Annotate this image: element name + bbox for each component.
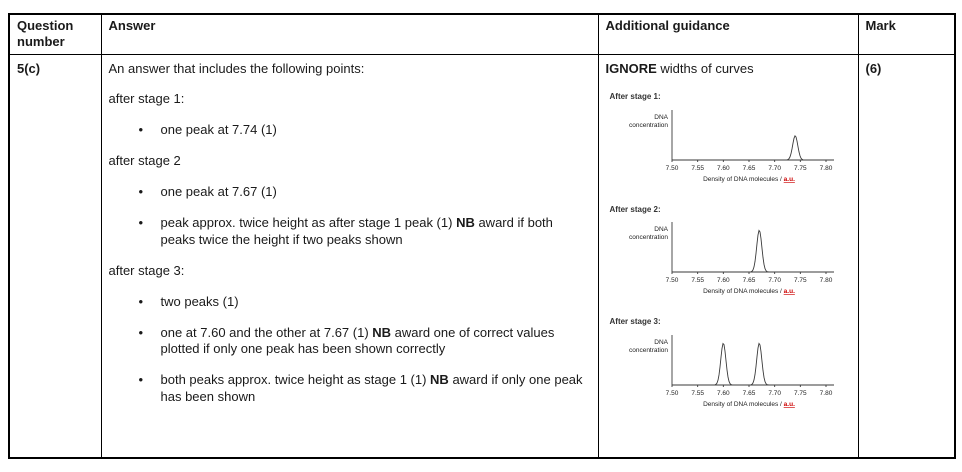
- chart-text: concentration: [628, 122, 667, 129]
- answer-paragraph: after stage 3:: [109, 263, 591, 280]
- chart-text: 7.60: [717, 277, 730, 284]
- chart-text: concentration: [628, 234, 667, 241]
- chart-text: 7.80: [819, 277, 832, 284]
- text-segment: peak approx. twice height as after stage…: [160, 214, 457, 230]
- mini-chart-svg: 7.50 7.55 7.60 7.65 7.70 7.75 7.80 DNAconcentra…: [628, 222, 834, 295]
- answer-paragraph: after stage 2: [109, 153, 591, 170]
- bullet-text: one peak at 7.74 (1): [161, 122, 591, 139]
- text-segment: NB: [456, 214, 475, 230]
- chart-text: 7.50: [665, 165, 678, 172]
- guidance-note: IGNORE widths of curves: [606, 61, 851, 78]
- x-axis-label: Density of DNA molecules / a.u.: [703, 288, 795, 295]
- text-segment: NB: [372, 324, 392, 340]
- answer-bullet: • both peaks approx. twice height as stag…: [139, 372, 591, 406]
- chart-text: 7.80: [819, 165, 832, 172]
- header-row: Question number Answer Additional guidan…: [8, 13, 956, 55]
- chart-text: 7.55: [691, 277, 704, 284]
- answer-bullet: • one at 7.60 and the other at 7.67 (1) N…: [139, 325, 591, 359]
- x-axis-label: Density of DNA molecules / a.u.: [703, 176, 795, 183]
- answer-bullet: • two peaks (1): [139, 294, 591, 311]
- chart-text: 7.65: [742, 390, 755, 397]
- bullet-dot-icon: •: [138, 214, 144, 230]
- chart-text: 7.55: [691, 165, 704, 172]
- chart-text: 7.60: [717, 390, 730, 397]
- bullet-text: one at 7.60 and the other at 7.67 (1) NB…: [161, 325, 591, 359]
- text-segment: two peaks (1): [160, 293, 239, 309]
- chart-text: 7.50: [665, 390, 678, 397]
- text-segment: widths of curves: [656, 60, 754, 76]
- answer-paragraph: after stage 1:: [109, 91, 591, 108]
- chart-text: 7.70: [768, 277, 781, 284]
- bullet-text: two peaks (1): [161, 294, 591, 311]
- text-segment: after stage 1:: [108, 91, 185, 107]
- col-header-question-number: Question number: [8, 13, 102, 55]
- chart-text: DNA: [654, 114, 668, 121]
- chart-text: 7.55: [691, 390, 704, 397]
- chart-title: After stage 2:: [609, 204, 661, 214]
- chart-text: concentration: [628, 347, 667, 354]
- question-number-cell: 5(c): [8, 53, 102, 459]
- answer-cell: An answer that includes the following po…: [100, 53, 599, 459]
- dna-concentration-curve: [671, 134, 830, 161]
- text-segment: both peaks approx. twice height as stage…: [160, 372, 431, 388]
- chart-text: 7.50: [665, 277, 678, 284]
- col-header-additional-guidance: Additional guidance: [597, 13, 859, 55]
- col-header-mark: Mark: [857, 13, 956, 55]
- bullet-dot-icon: •: [138, 372, 144, 388]
- answer-content: An answer that includes the following po…: [109, 61, 591, 407]
- bullet-text: both peaks approx. twice height as stage…: [161, 372, 591, 406]
- text-segment: award if only one peak has been shown: [160, 372, 583, 405]
- chart-text: 7.75: [794, 165, 807, 172]
- mark-scheme-table: Question number Answer Additional guidan…: [8, 13, 956, 459]
- bullet-dot-icon: •: [138, 122, 144, 138]
- chart-text: 7.75: [794, 277, 807, 284]
- bullet-text: one peak at 7.67 (1): [161, 184, 591, 201]
- text-segment: An answer that includes the following po…: [108, 60, 365, 76]
- dna-concentration-curve: [671, 341, 830, 386]
- text-segment: award if both peaks twice the height if …: [160, 214, 553, 247]
- text-segment: one at 7.60 and the other at 7.67 (1): [160, 324, 373, 340]
- chart-text: DNA: [654, 339, 668, 346]
- chart-text: 7.65: [742, 277, 755, 284]
- mark-cell: (6): [857, 53, 956, 459]
- chart-text: 7.75: [794, 390, 807, 397]
- chart-title: After stage 1:: [609, 92, 661, 102]
- answer-bullet: • peak approx. twice height as after stag…: [139, 215, 591, 249]
- chart-title: After stage 3:: [609, 317, 661, 327]
- text-segment: after stage 2: [108, 153, 181, 169]
- chart-text: 7.60: [717, 165, 730, 172]
- mini-chart-svg: 7.50 7.55 7.60 7.65 7.70 7.75 7.80 DNAconcentra…: [628, 109, 834, 183]
- text-segment: after stage 3:: [108, 262, 185, 278]
- text-segment: one peak at 7.74 (1): [160, 122, 277, 138]
- answer-bullet: • one peak at 7.67 (1): [139, 184, 591, 201]
- guidance-cell: IGNORE widths of curves After stage 1: 7.…: [597, 53, 859, 459]
- text-segment: award one of correct values plotted if o…: [160, 324, 555, 357]
- answer-paragraph: An answer that includes the following po…: [109, 61, 591, 78]
- mini-chart-svg: 7.50 7.55 7.60 7.65 7.70 7.75 7.80 DNAconcentra…: [628, 334, 834, 408]
- chart-text: 7.80: [819, 390, 832, 397]
- answer-bullet: • one peak at 7.74 (1): [139, 122, 591, 139]
- table-row: 5(c) An answer that includes the followi…: [8, 53, 956, 459]
- chart-text: 7.70: [768, 165, 781, 172]
- bullet-dot-icon: •: [138, 324, 144, 340]
- bullet-dot-icon: •: [138, 184, 144, 200]
- bullet-text: peak approx. twice height as after stage…: [161, 215, 591, 249]
- col-header-answer: Answer: [100, 13, 599, 55]
- bullet-dot-icon: •: [138, 293, 144, 309]
- chart-text: 7.65: [742, 165, 755, 172]
- text-segment: NB: [430, 372, 449, 388]
- chart-text: 7.70: [768, 390, 781, 397]
- text-segment: one peak at 7.67 (1): [160, 184, 277, 200]
- chart-text: DNA: [654, 226, 668, 233]
- dna-concentration-curve: [671, 229, 830, 273]
- text-segment: IGNORE: [605, 60, 657, 76]
- x-axis-label: Density of DNA molecules / a.u.: [703, 401, 795, 408]
